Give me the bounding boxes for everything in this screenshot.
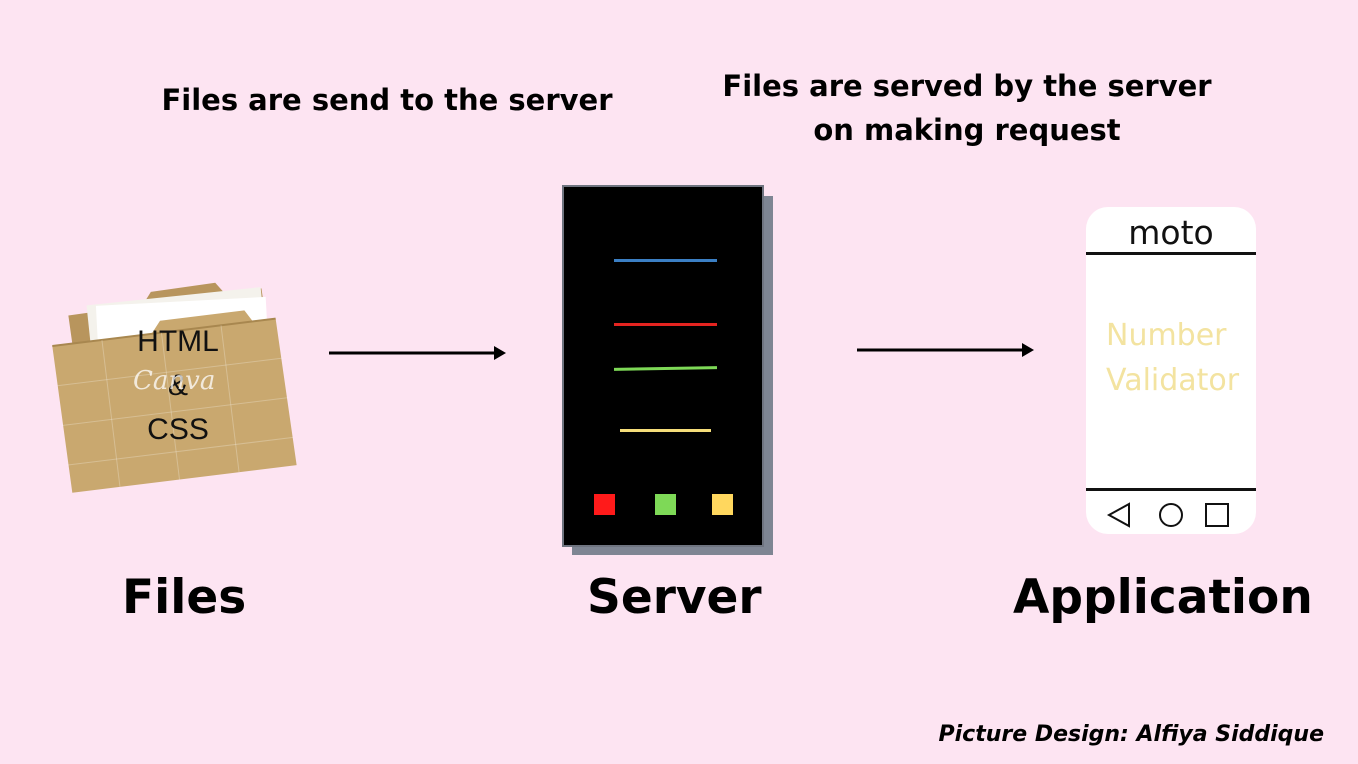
folder-label: HTML & CSS (120, 320, 236, 452)
server-light-yellow (712, 494, 733, 515)
arrow-server-to-application (857, 343, 1034, 357)
server-line-red (614, 323, 717, 326)
caption-send-to-server: Files are send to the server (150, 78, 624, 122)
arrow-files-to-server (329, 346, 506, 360)
label-application: Application (1013, 570, 1313, 625)
phone-application: moto Number Validator (1086, 207, 1256, 534)
back-triangle-icon (1106, 502, 1130, 528)
folder-label-html: HTML (137, 325, 219, 358)
folder-label-css: CSS (147, 413, 209, 446)
server-line-yellow (620, 429, 711, 432)
caption-served-line2: on making request (813, 113, 1121, 147)
phone-app-name-line1: Number (1106, 318, 1227, 353)
home-circle-icon (1159, 503, 1183, 527)
phone-bottom-divider (1086, 488, 1256, 491)
picture-credit: Picture Design: Alfiya Siddique (938, 722, 1324, 747)
phone-top-divider (1086, 252, 1256, 255)
recents-square-icon (1205, 503, 1229, 527)
files-folder-illustration: HTML & CSS Canva (40, 262, 302, 502)
caption-served-line1: Files are served by the server (722, 69, 1212, 103)
label-server: Server (587, 570, 762, 625)
server-line-blue (614, 259, 717, 262)
canva-watermark: Canva (133, 366, 216, 396)
server-light-green (655, 494, 676, 515)
folder-icon (52, 282, 297, 493)
server-rack (562, 185, 764, 547)
caption-served-by-server: Files are served by the server on making… (700, 64, 1234, 152)
label-files: Files (122, 570, 247, 625)
phone-app-name-line2: Validator (1106, 363, 1240, 398)
phone-brand-label: moto (1128, 213, 1214, 252)
server-line-green (613, 366, 718, 371)
phone-app-name: Number Validator (1106, 313, 1256, 403)
caption-send-text: Files are send to the server (161, 83, 613, 117)
server-light-red (594, 494, 615, 515)
folder-label-ampersand: & (167, 369, 188, 402)
